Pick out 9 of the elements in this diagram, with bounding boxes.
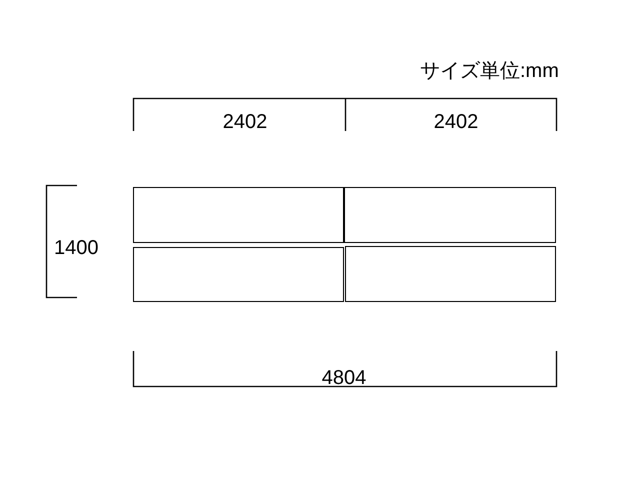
panel-rectangle [133,247,344,302]
unit-note: サイズ単位:mm [420,59,560,84]
dimension-label: 2402 [222,110,268,135]
dimension-label: 2402 [432,110,480,135]
dimension-label: 4804 [320,366,368,391]
dimension-label: 1400 [54,236,100,261]
panel-rectangle [345,246,556,302]
panel-rectangle [344,187,556,243]
panel-rectangle [133,187,344,243]
